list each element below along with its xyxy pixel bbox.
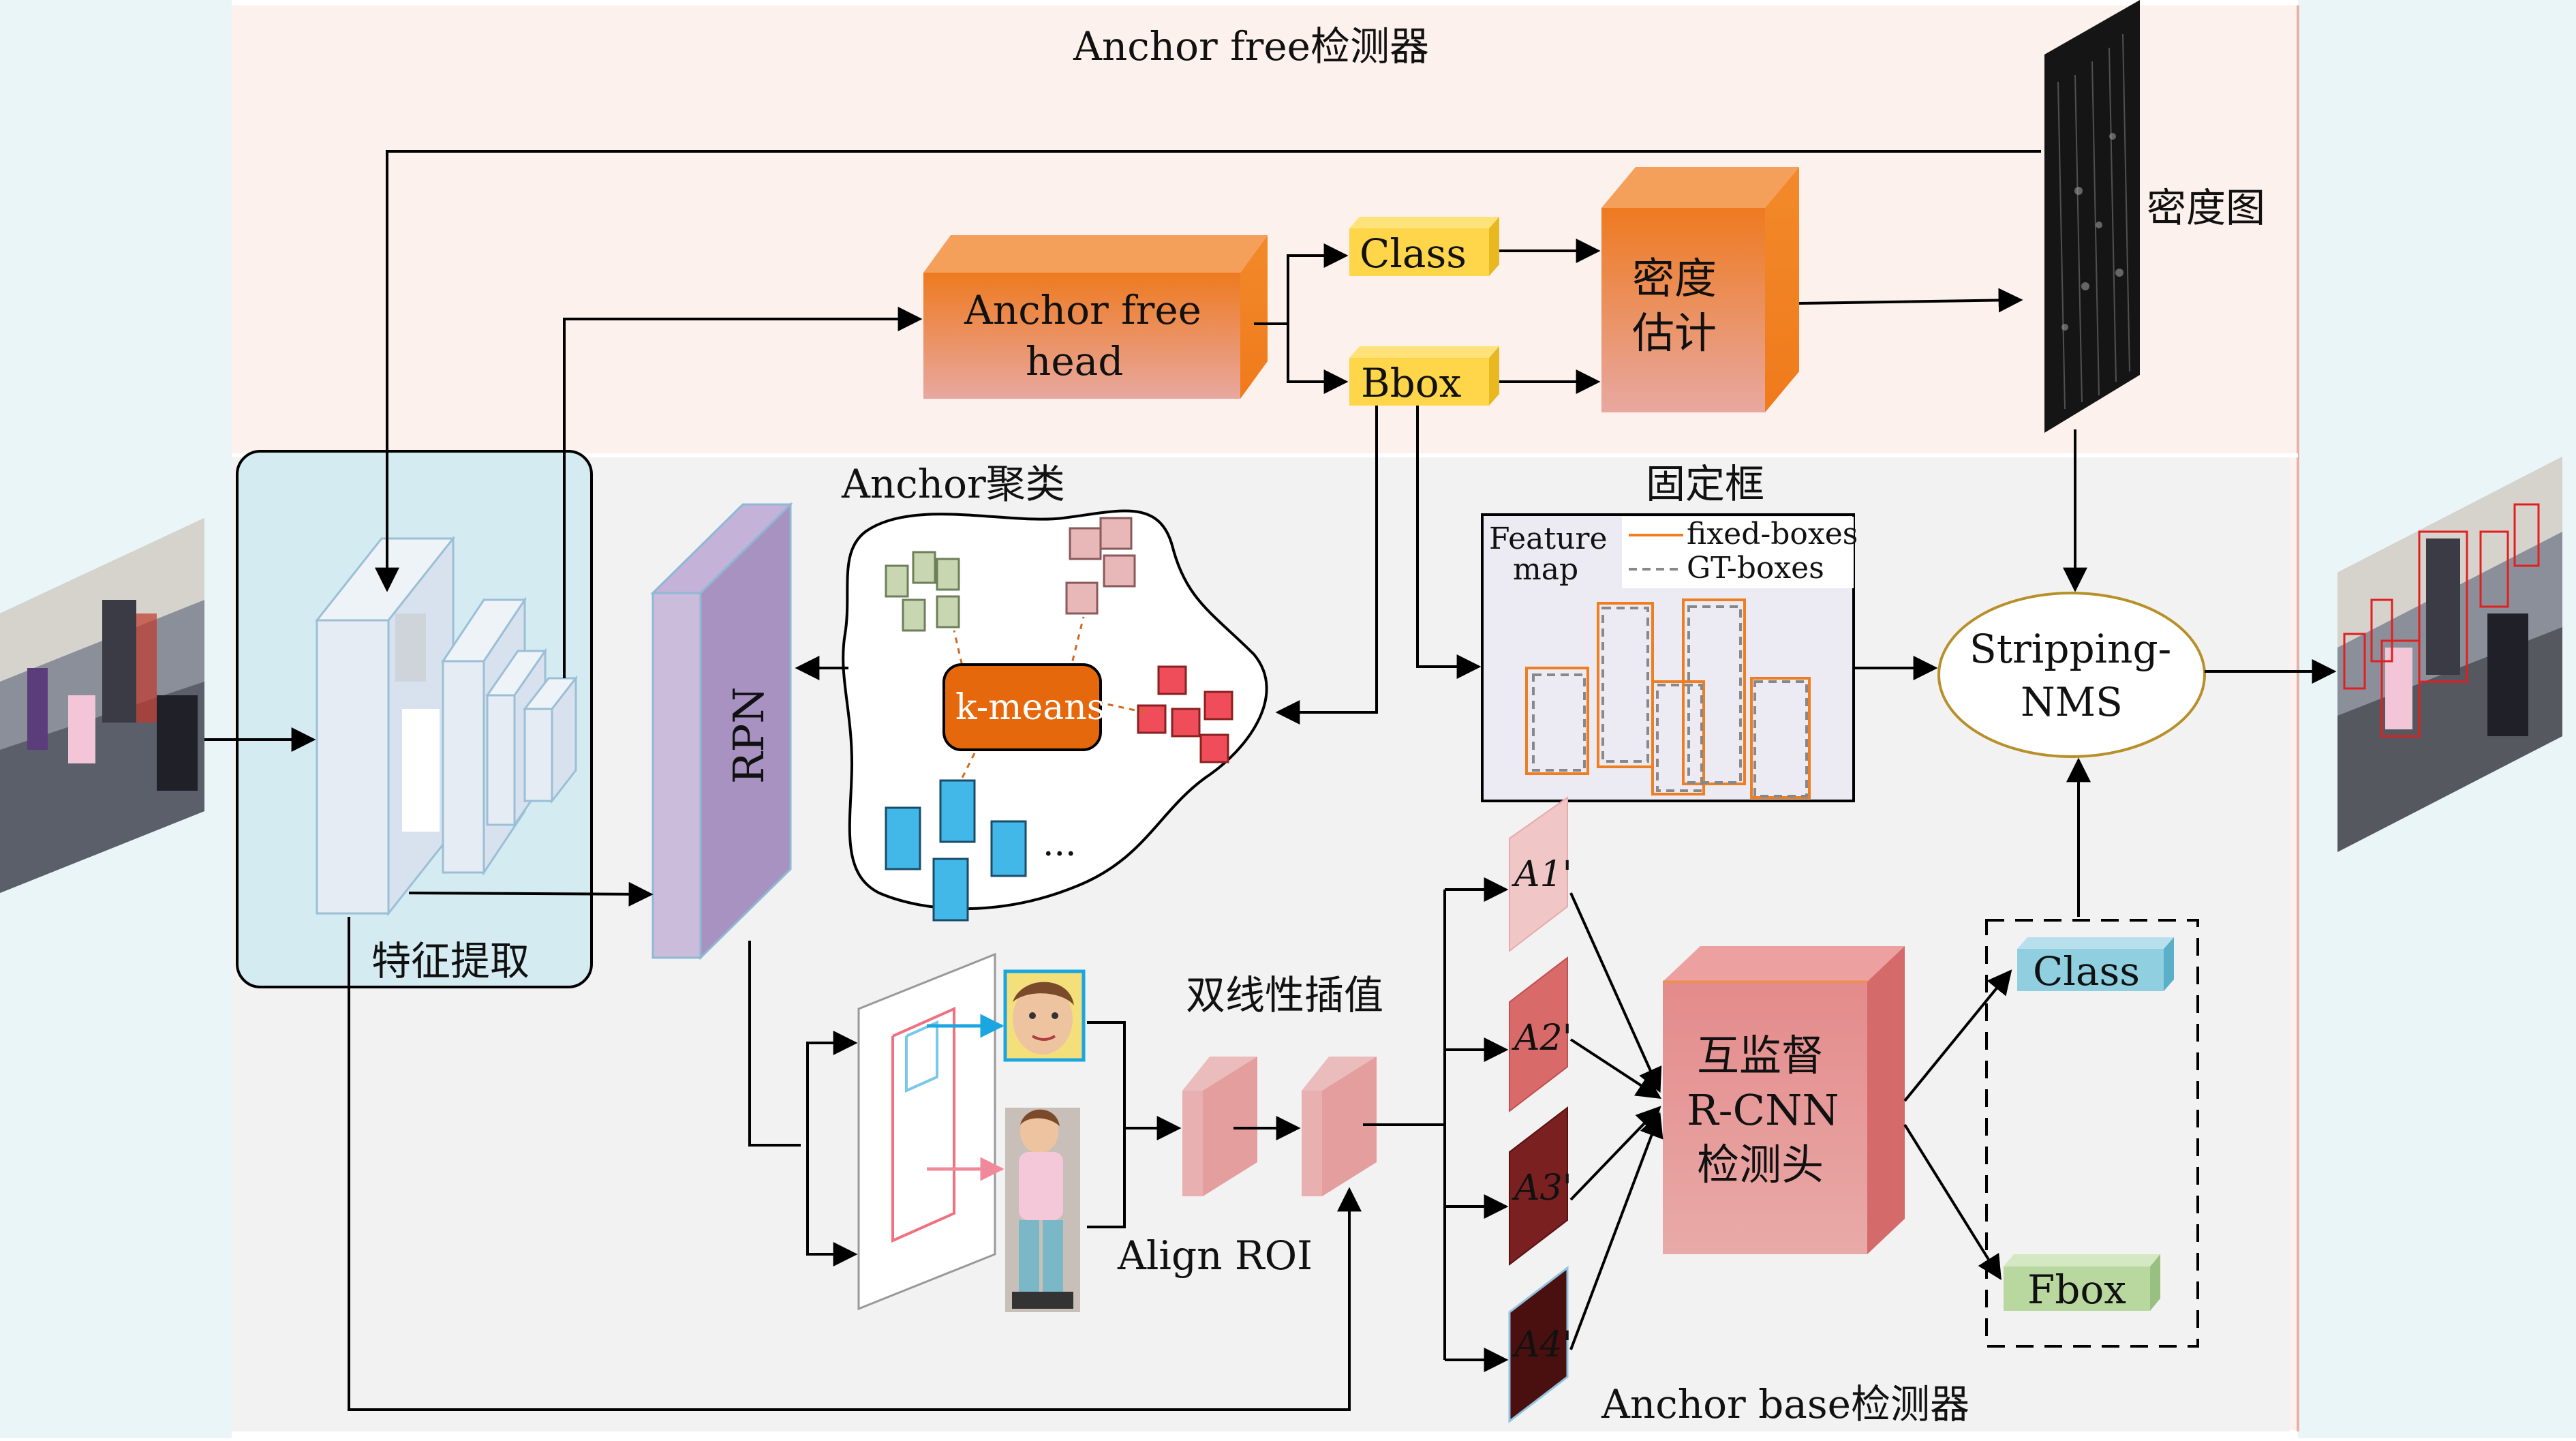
stripping-nms-label-2: NMS bbox=[2021, 679, 2123, 725]
a4-label: A4' bbox=[1512, 1324, 1572, 1365]
cluster-green bbox=[885, 551, 960, 632]
density-map-label: 密度图 bbox=[2147, 185, 2265, 231]
bbox-top-label: Bbox bbox=[1361, 360, 1461, 406]
density-est-label-2: 估计 bbox=[1632, 308, 1717, 358]
class-top-block bbox=[1349, 217, 1499, 276]
fbox-block bbox=[2004, 1254, 2160, 1311]
fixed-boxes bbox=[1525, 598, 1811, 799]
roi-feature-2 bbox=[1302, 1057, 1377, 1196]
density-map bbox=[2044, 0, 2140, 433]
bilinear-label: 双线性插值 bbox=[1186, 972, 1383, 1018]
cluster-red bbox=[1137, 665, 1233, 763]
anchor-free-head-block bbox=[923, 235, 1268, 399]
rcnn-label-1: 互监督 bbox=[1697, 1031, 1824, 1080]
gt-boxes bbox=[1532, 605, 1808, 798]
a3-label: A3' bbox=[1512, 1168, 1572, 1209]
a1-label: A1' bbox=[1512, 854, 1572, 895]
rcnn-head-block bbox=[1663, 946, 1905, 1254]
legend-gt-label: GT-boxes bbox=[1687, 551, 1824, 586]
anchor-free-head-label-2: head bbox=[1026, 338, 1123, 384]
stripping-nms-label-1: Stripping- bbox=[1969, 626, 2171, 672]
rpn-block bbox=[650, 502, 793, 960]
roi-plane bbox=[857, 952, 1005, 1311]
face-crop bbox=[1003, 969, 1086, 1062]
density-est-block bbox=[1601, 167, 1799, 412]
kmeans-node bbox=[942, 663, 1102, 751]
input-image bbox=[0, 518, 204, 893]
a2-label: A2' bbox=[1512, 1018, 1572, 1059]
a4-slab bbox=[1508, 1265, 1569, 1424]
feature-map-label-2: map bbox=[1513, 552, 1578, 587]
anchor-cluster-title: Anchor聚类 bbox=[841, 461, 1065, 507]
class-bottom-label: Class bbox=[2033, 948, 2140, 995]
child-crop bbox=[1005, 1108, 1080, 1312]
rcnn-label-3: 检测头 bbox=[1697, 1140, 1824, 1189]
roi-feature-1 bbox=[1182, 1057, 1257, 1196]
feature-map-label-1: Feature bbox=[1489, 521, 1608, 556]
a3-slab bbox=[1509, 1106, 1568, 1266]
fixed-box-title: 固定框 bbox=[1646, 461, 1764, 507]
anchor-free-title: Anchor free检测器 bbox=[1073, 23, 1429, 70]
anchor-base-title: Anchor base检测器 bbox=[1601, 1381, 1969, 1427]
density-est-label-1: 密度 bbox=[1632, 254, 1717, 303]
cluster-blue bbox=[885, 779, 1027, 922]
cluster-ellipsis: ... bbox=[1043, 823, 1077, 864]
bottom-output-box bbox=[1985, 919, 2199, 1348]
output-image bbox=[2337, 457, 2562, 852]
class-top-label: Class bbox=[1360, 230, 1467, 277]
align-roi-label: Align ROI bbox=[1117, 1232, 1313, 1279]
cluster-pink bbox=[1065, 517, 1136, 615]
bbox-top-block bbox=[1349, 346, 1499, 406]
fbox-label: Fbox bbox=[2027, 1266, 2126, 1313]
legend-fixed-label: fixed-boxes bbox=[1687, 517, 1858, 551]
kmeans-label: k-means bbox=[955, 687, 1105, 728]
feature-extract-label: 特征提取 bbox=[371, 938, 530, 984]
connectors bbox=[204, 150, 2337, 1411]
rpn-label: RPN bbox=[724, 686, 773, 784]
backbone-cubes bbox=[314, 535, 579, 917]
rcnn-label-2: R-CNN bbox=[1687, 1085, 1839, 1135]
stripping-nms-node bbox=[1937, 592, 2206, 758]
anchor-free-head-label-1: Anchor free bbox=[964, 287, 1201, 333]
feature-map-legend bbox=[1622, 517, 1854, 588]
class-bottom-block bbox=[2017, 937, 2174, 991]
a1-slab bbox=[1509, 796, 1568, 953]
a2-slab bbox=[1509, 956, 1568, 1113]
